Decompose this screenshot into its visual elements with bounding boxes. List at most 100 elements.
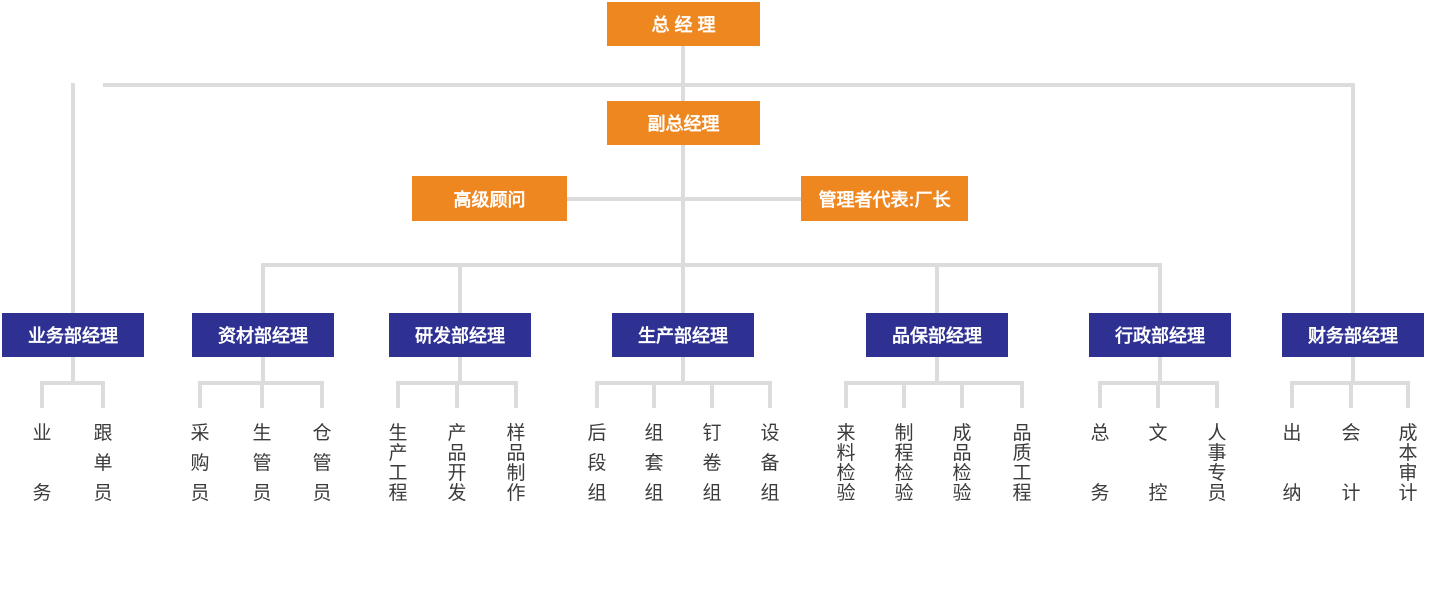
role-char: 备 [760, 453, 780, 474]
connector-business-stub [71, 357, 75, 385]
role-char: 产 [447, 423, 467, 444]
role-char: 事 [1207, 443, 1227, 464]
role-label: 采购员 [188, 424, 212, 504]
node-admin-dept-manager: 行政部经理 [1089, 313, 1231, 357]
connector-advisors [567, 197, 801, 201]
role-char: 验 [894, 483, 914, 504]
role-label: 文控 [1146, 424, 1170, 504]
role-char: 成 [1398, 423, 1418, 444]
connector-dept-stub [1158, 263, 1162, 313]
node-deputy-general-manager: 副总经理 [607, 101, 760, 145]
connector-dept-stub [261, 263, 265, 313]
role-char: 仓 [312, 423, 332, 444]
role-char: 制 [506, 463, 526, 484]
role-label: 制程检验 [892, 424, 916, 504]
role-label: 仓管员 [310, 424, 334, 504]
role-char: 生 [388, 423, 408, 444]
connector-dept-stub [935, 263, 939, 313]
connector-role-stub [1290, 385, 1294, 408]
role-char: 产 [388, 443, 408, 464]
connector-left-drop [71, 83, 75, 313]
role-char: 组 [644, 423, 664, 444]
role-char: 品 [506, 443, 526, 464]
role-char: 组 [644, 483, 664, 504]
role-label: 样品制作 [504, 424, 528, 504]
connector-production-stub [681, 357, 685, 385]
role-char: 成 [952, 423, 972, 444]
role-char: 检 [894, 463, 914, 484]
node-finance-dept-manager: 财务部经理 [1282, 313, 1424, 357]
role-char: 样 [506, 423, 526, 444]
connector-business-children-span [40, 381, 105, 385]
connector-role-stub [455, 385, 459, 408]
connector-role-stub [595, 385, 599, 408]
role-char: 跟 [93, 423, 113, 444]
role-char: 专 [1207, 463, 1227, 484]
node-production-dept-manager: 生产部经理 [612, 313, 754, 357]
role-char: 品 [1012, 423, 1032, 444]
role-label: 会计 [1339, 424, 1363, 504]
role-char: 计 [1341, 483, 1361, 504]
role-label: 组套组 [642, 424, 666, 504]
role-char: 员 [190, 483, 210, 504]
role-char: 钉 [702, 423, 722, 444]
role-char: 员 [1207, 483, 1227, 504]
role-label: 后段组 [585, 424, 609, 504]
role-label: 生管员 [250, 424, 274, 504]
connector-role-stub [1406, 385, 1410, 408]
role-char: 控 [1148, 483, 1168, 504]
role-char: 来 [836, 423, 856, 444]
connector-role-stub [844, 385, 848, 408]
role-char: 组 [760, 483, 780, 504]
role-char: 发 [447, 483, 467, 504]
role-char: 本 [1398, 443, 1418, 464]
connector-finance-stub [1351, 357, 1355, 385]
role-char: 段 [587, 453, 607, 474]
role-char: 工 [388, 463, 408, 484]
role-label: 跟单员 [91, 424, 115, 504]
role-char: 出 [1282, 423, 1302, 444]
role-char: 验 [952, 483, 972, 504]
connector-role-stub [1020, 385, 1024, 408]
role-label: 生产工程 [386, 424, 410, 504]
connector-admin-stub [1158, 357, 1162, 385]
role-char: 购 [190, 453, 210, 474]
role-label: 总务 [1088, 424, 1112, 504]
role-label: 业务 [30, 424, 54, 504]
role-char: 文 [1148, 423, 1168, 444]
connector-root-deputy [681, 44, 685, 103]
role-label: 出纳 [1280, 424, 1304, 504]
role-label: 设备组 [758, 424, 782, 504]
role-char: 验 [836, 483, 856, 504]
connector-role-stub [768, 385, 772, 408]
role-char: 程 [894, 443, 914, 464]
connector-role-stub [101, 385, 105, 408]
connector-materials-stub [261, 357, 265, 385]
role-char: 工 [1012, 463, 1032, 484]
connector-right-drop [1351, 85, 1355, 313]
role-char: 人 [1207, 423, 1227, 444]
role-label: 产品开发 [445, 424, 469, 504]
role-char: 会 [1341, 423, 1361, 444]
role-label: 成品检验 [950, 424, 974, 504]
connector-materials-children-span [198, 381, 324, 385]
role-char: 检 [836, 463, 856, 484]
node-senior-advisor: 高级顾问 [412, 176, 567, 221]
connector-role-stub [514, 385, 518, 408]
role-char: 后 [587, 423, 607, 444]
role-char: 计 [1398, 483, 1418, 504]
role-char: 员 [93, 483, 113, 504]
node-business-dept-manager: 业务部经理 [2, 313, 144, 357]
connector-top-span [103, 83, 1355, 87]
role-label: 来料检验 [834, 424, 858, 504]
role-char: 套 [644, 453, 664, 474]
role-char: 总 [1090, 423, 1110, 444]
role-char: 开 [447, 463, 467, 484]
connector-dept-stub [458, 263, 462, 313]
node-general-manager: 总 经 理 [607, 2, 760, 46]
role-label: 品质工程 [1010, 424, 1034, 504]
connector-role-stub [1349, 385, 1353, 408]
role-char: 设 [760, 423, 780, 444]
role-char: 员 [312, 483, 332, 504]
